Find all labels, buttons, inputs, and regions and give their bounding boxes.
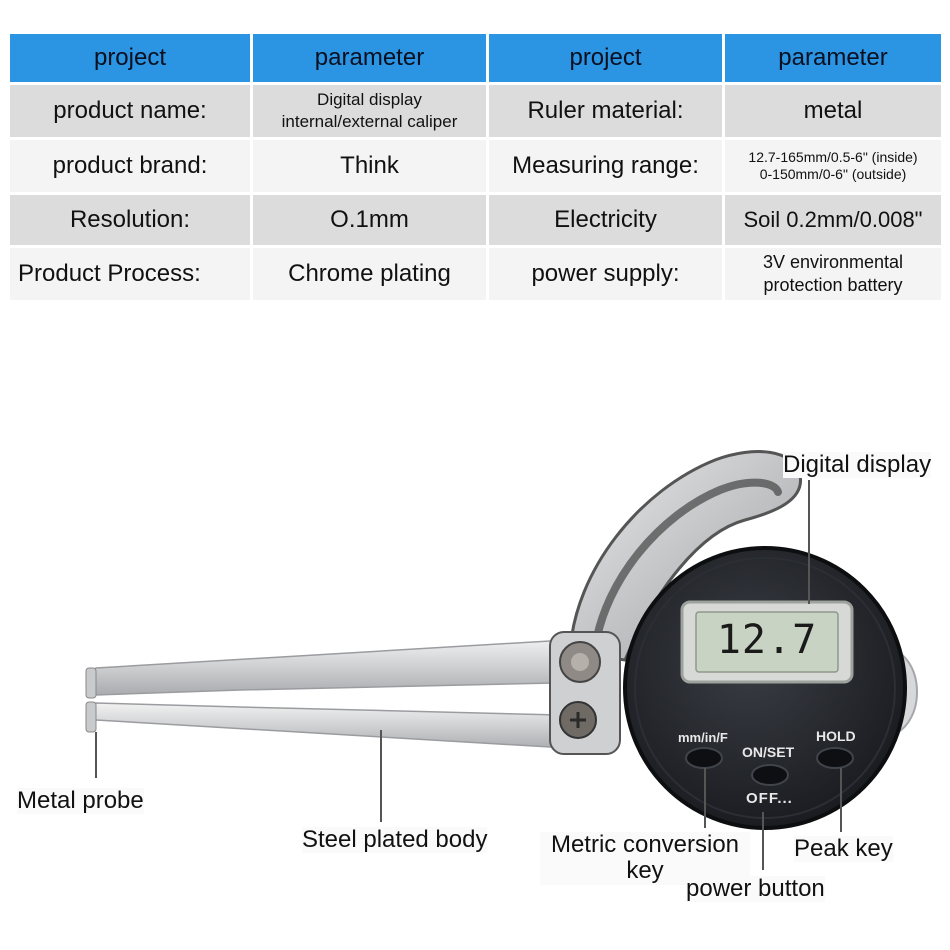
value-power-supply: 3V environmental protection battery [725,248,941,300]
off-label: OFF... [746,790,793,807]
value-measuring-range: 12.7-165mm/0.5-6" (inside) 0-150mm/0-6" … [725,140,941,192]
label-electricity: Electricity [489,195,722,245]
leader-power-button [762,812,764,870]
value-power-supply-line2: protection battery [763,275,903,295]
header-project-2: project [489,34,722,82]
value-product-name-line2: internal/external caliper [281,112,458,131]
value-measuring-range-line2: 0-150mm/0-6" (outside) [759,166,907,182]
callout-power-button: power button [686,875,825,903]
lower-jaw [86,702,601,751]
value-resolution: O.1mm [253,195,486,245]
lcd-screen [695,611,839,673]
spec-table: project parameter project parameter prod… [10,34,942,300]
probe-tip-upper [85,667,97,699]
upper-jaw [87,637,601,696]
label-ruler-material: Ruler material: [489,85,722,137]
callout-metric-conversion-key: Metric conversion key [540,831,750,885]
value-product-brand: Think [253,140,486,192]
value-product-process: Chrome plating [253,248,486,300]
label-power-supply: power supply: [489,248,722,300]
leader-metal-probe [95,732,97,778]
leader-peak-key [840,768,842,832]
label-measuring-range: Measuring range: [489,140,722,192]
value-ruler-material: metal [725,85,941,137]
callout-metric-line1: Metric conversion [550,831,740,858]
hold-button[interactable] [816,747,854,769]
label-product-process: Product Process: [10,248,250,300]
value-power-supply-line1: 3V environmental [762,251,904,272]
callout-metal-probe: Metal probe [17,787,144,815]
header-parameter-2: parameter [725,34,941,82]
on-set-label: ON/SET [742,744,795,760]
value-measuring-range-line1: 12.7-165mm/0.5-6" (inside) [748,149,918,166]
value-product-name: Digital display internal/external calipe… [253,85,486,137]
caliper-figure: 12.7 mm/in/F ON/SET OFF... HOLD Digital … [0,420,950,950]
probe-tip-lower [85,701,97,733]
callout-metric-line2: key [626,857,664,885]
mm-in-f-button[interactable] [685,747,723,769]
header-project-1: project [10,34,250,82]
lcd-reading: 12.7 [716,617,818,663]
mm-in-f-label: mm/in/F [678,730,728,745]
callout-digital-display: Digital display [783,451,932,479]
caliper-illustration [85,450,918,830]
label-resolution: Resolution: [10,195,250,245]
header-parameter-1: parameter [253,34,486,82]
value-electricity: Soil 0.2mm/0.008" [725,195,941,245]
label-product-brand: product brand: [10,140,250,192]
callout-peak-key: Peak key [794,835,893,863]
dial-body [623,546,907,830]
hold-label: HOLD [816,728,856,744]
leader-steel-body [380,730,382,822]
on-set-button[interactable] [751,764,789,786]
label-product-name: product name: [10,85,250,137]
leader-digital-display [808,480,810,604]
value-product-name-line1: Digital display [317,89,422,109]
callout-steel-body: Steel plated body [302,826,488,854]
leader-metric-key [704,768,706,828]
